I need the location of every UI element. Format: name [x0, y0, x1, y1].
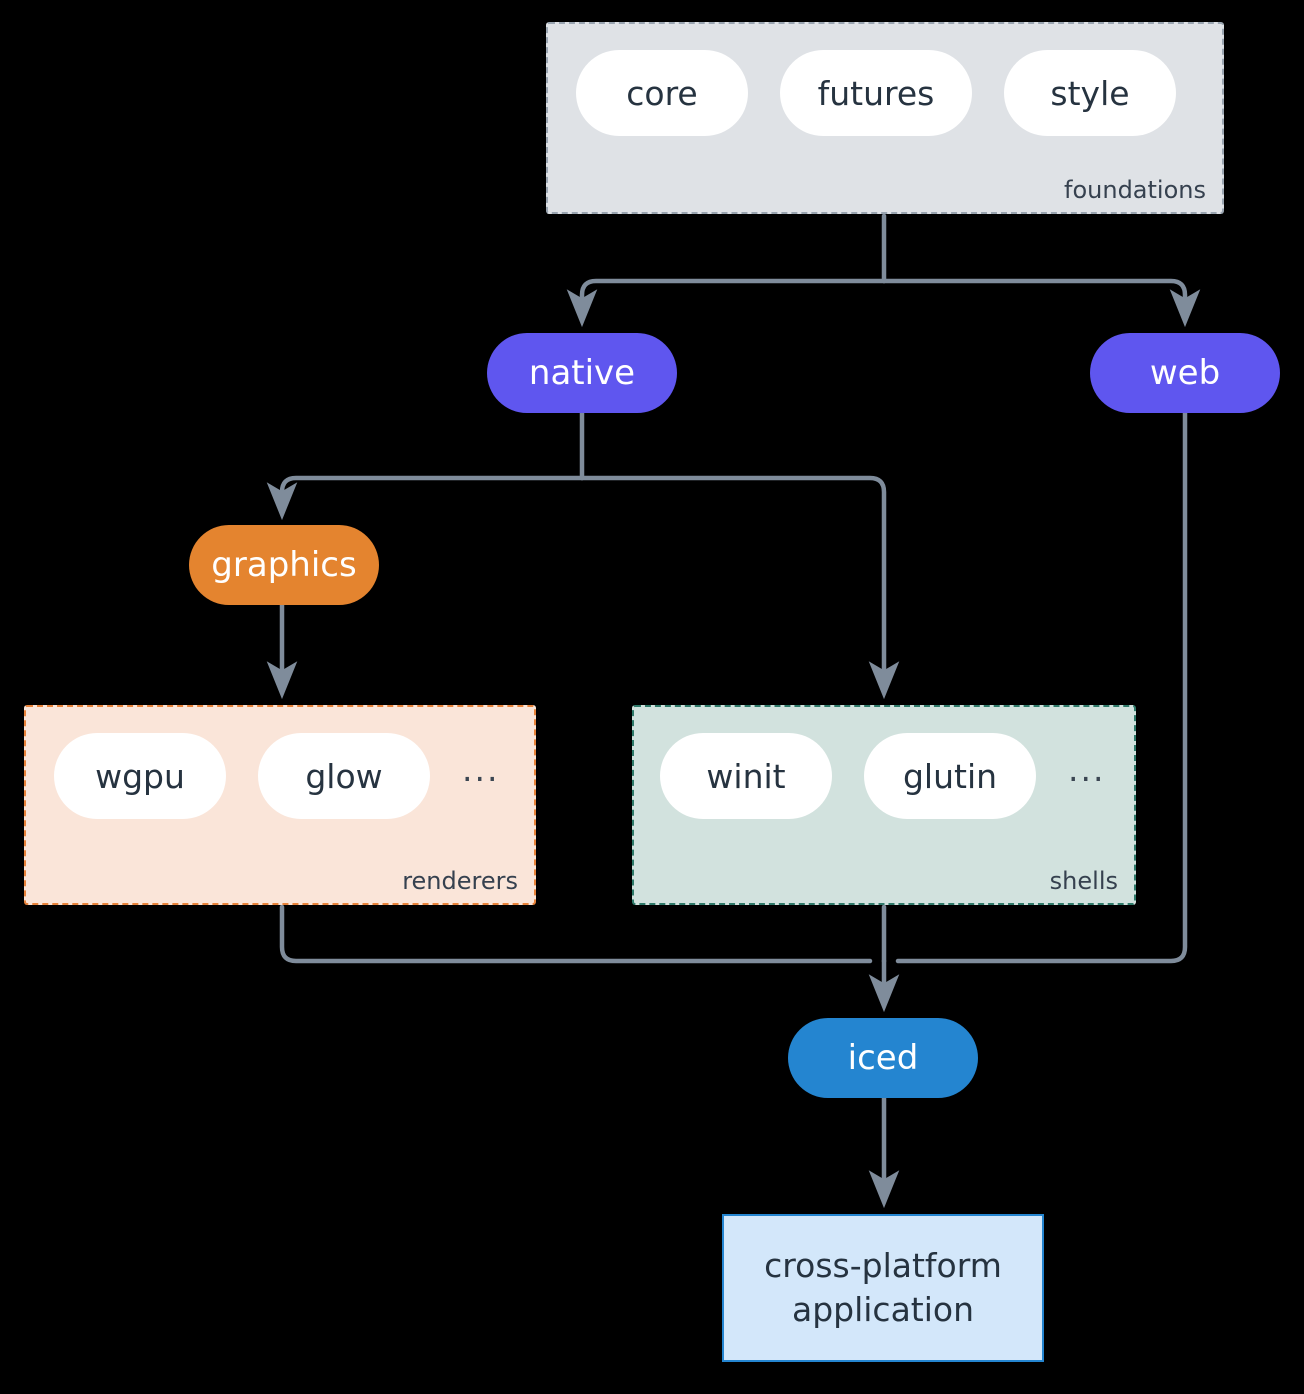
- chip-glow-label: glow: [305, 756, 383, 796]
- group-foundations-label: foundations: [1064, 176, 1206, 204]
- chip-wgpu-label: wgpu: [95, 756, 185, 796]
- renderers-items: wgpu glow ...: [54, 733, 499, 819]
- node-application-line2: application: [791, 1290, 975, 1329]
- edge-foundations-native: [566, 278, 887, 328]
- node-cross-platform-application[interactable]: cross-platform application: [722, 1214, 1044, 1362]
- foundations-items: core futures style: [576, 50, 1176, 136]
- group-renderers-label: renderers: [402, 867, 518, 895]
- node-web[interactable]: web: [1090, 333, 1280, 413]
- edge-native-graphics: [266, 475, 585, 521]
- shells-items: winit glutin ...: [660, 733, 1105, 819]
- group-shells-label: shells: [1049, 867, 1118, 895]
- chip-glutin[interactable]: glutin: [864, 733, 1036, 819]
- node-iced-label: iced: [847, 1038, 919, 1078]
- edge-renderers-iced: [279, 904, 873, 964]
- node-application-line1: cross-platform: [764, 1246, 1002, 1286]
- chip-core-label: core: [626, 73, 698, 113]
- node-iced[interactable]: iced: [788, 1018, 978, 1098]
- chip-winit[interactable]: winit: [660, 733, 832, 819]
- group-shells: winit glutin ... shells: [632, 705, 1136, 905]
- chip-glutin-label: glutin: [902, 756, 998, 796]
- edge-foundations-web: [881, 278, 1201, 328]
- node-graphics[interactable]: graphics: [189, 525, 379, 605]
- node-native[interactable]: native: [487, 333, 677, 413]
- chip-style[interactable]: style: [1004, 50, 1176, 136]
- node-web-label: web: [1149, 353, 1221, 393]
- chip-core[interactable]: core: [576, 50, 748, 136]
- group-renderers: wgpu glow ... renderers: [24, 705, 536, 905]
- chip-wgpu[interactable]: wgpu: [54, 733, 226, 819]
- group-foundations: core futures style foundations: [546, 22, 1224, 214]
- chip-futures[interactable]: futures: [780, 50, 972, 136]
- renderers-more-ellipsis: ...: [462, 749, 500, 789]
- edge-native-shells: [579, 475, 900, 700]
- shells-more-ellipsis: ...: [1068, 749, 1106, 789]
- chip-winit-label: winit: [706, 756, 786, 796]
- chip-futures-label: futures: [817, 73, 935, 113]
- node-native-label: native: [528, 353, 636, 393]
- chip-style-label: style: [1050, 73, 1130, 113]
- chip-glow[interactable]: glow: [258, 733, 430, 819]
- node-graphics-label: graphics: [211, 545, 357, 585]
